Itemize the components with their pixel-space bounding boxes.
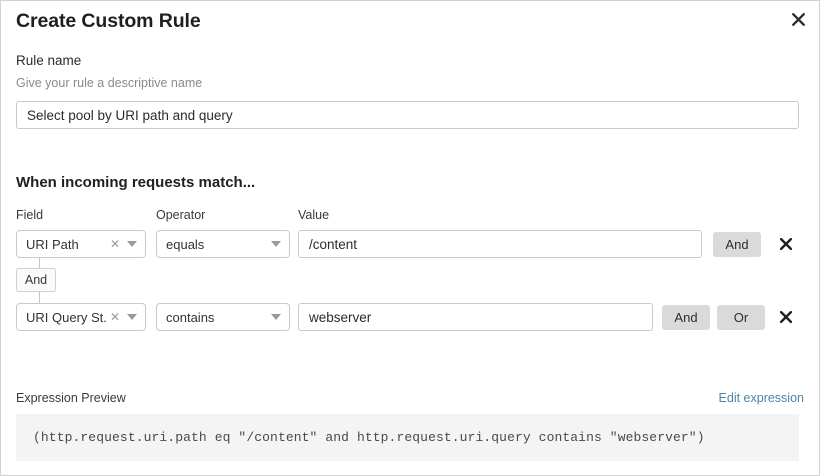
delete-rule-row-1-icon[interactable] — [775, 233, 797, 255]
chevron-down-icon[interactable] — [127, 241, 137, 247]
expression-preview-box: (http.request.uri.path eq "/content" and… — [16, 414, 799, 461]
rule-name-input[interactable] — [16, 101, 799, 129]
match-section-heading: When incoming requests match... — [16, 174, 256, 191]
field-select-value-row-2: URI Query St... — [26, 309, 107, 325]
close-small-icon[interactable]: ✕ — [109, 237, 120, 251]
close-small-icon[interactable]: ✕ — [109, 310, 120, 324]
column-label-operator: Operator — [156, 208, 206, 222]
column-label-field: Field — [16, 208, 44, 222]
column-label-value: Value — [298, 208, 330, 222]
chevron-down-icon[interactable] — [127, 314, 137, 320]
field-select-row-1[interactable]: URI Path ✕ — [16, 230, 146, 258]
connector-line-upper — [39, 258, 40, 269]
expression-preview-code: (http.request.uri.path eq "/content" and… — [33, 430, 705, 445]
field-select-row-2[interactable]: URI Query St... ✕ — [16, 303, 146, 331]
row-connector-and-badge[interactable]: And — [16, 268, 56, 292]
field-select-value-row-1: URI Path — [26, 236, 79, 252]
edit-expression-link[interactable]: Edit expression — [718, 391, 804, 405]
close-icon[interactable] — [786, 7, 810, 31]
rule-name-label: Rule name — [16, 53, 82, 68]
and-button-row-2[interactable]: And — [662, 305, 710, 330]
rule-name-help-text: Give your rule a descriptive name — [16, 76, 203, 90]
connector-line-lower — [39, 291, 40, 303]
expression-preview-label: Expression Preview — [16, 391, 126, 405]
value-input-row-1[interactable] — [298, 230, 702, 258]
operator-select-row-2[interactable]: contains — [156, 303, 290, 331]
operator-select-value-row-1: equals — [166, 236, 205, 252]
page-title: Create Custom Rule — [16, 10, 201, 32]
operator-select-value-row-2: contains — [166, 309, 215, 325]
chevron-down-icon[interactable] — [271, 314, 281, 320]
chevron-down-icon[interactable] — [271, 241, 281, 247]
or-button-row-2[interactable]: Or — [717, 305, 765, 330]
delete-rule-row-2-icon[interactable] — [775, 306, 797, 328]
value-input-row-2[interactable] — [298, 303, 653, 331]
operator-select-row-1[interactable]: equals — [156, 230, 290, 258]
and-button-row-1[interactable]: And — [713, 232, 761, 257]
